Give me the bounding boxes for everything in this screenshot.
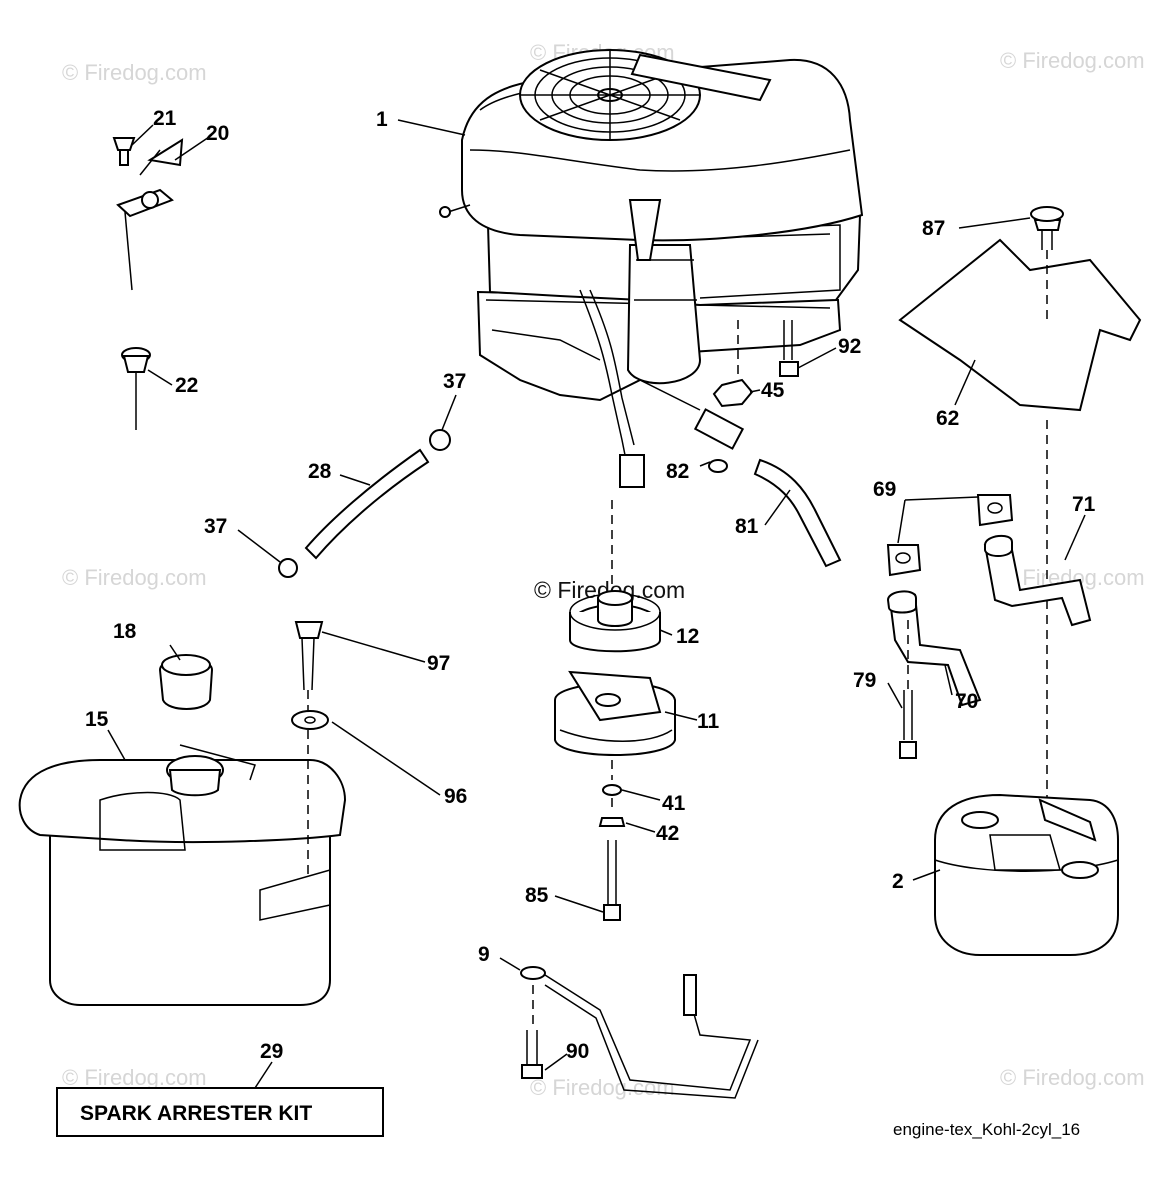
callout-37-bottom: 37 (204, 515, 227, 538)
callout-42: 42 (656, 822, 679, 845)
engine-hardware (712, 320, 799, 408)
callout-15: 15 (85, 708, 109, 731)
callout-97: 97 (427, 652, 450, 675)
exhaust-pipes (886, 534, 1092, 707)
fuel-cap (158, 654, 214, 710)
callout-70: 70 (955, 690, 978, 713)
callout-9: 9 (478, 943, 490, 966)
watermark-bottom-left: © Firedog.com (62, 1065, 207, 1090)
callout-20: 20 (206, 122, 229, 145)
callout-69: 69 (873, 478, 896, 501)
callout-18: 18 (113, 620, 137, 643)
callout-numbers: 1 2 9 11 12 15 18 20 21 22 28 29 37 37 4… (85, 107, 1096, 1063)
callout-92: 92 (838, 335, 861, 358)
exhaust-gaskets (886, 494, 1014, 577)
watermark-top-right: © Firedog.com (1000, 48, 1145, 73)
callout-45: 45 (761, 379, 785, 402)
callout-71: 71 (1072, 493, 1096, 516)
callout-85: 85 (525, 884, 549, 907)
callout-96: 96 (444, 785, 467, 808)
throttle-control (112, 137, 184, 291)
callout-22: 22 (175, 374, 198, 397)
clutch-hardware (598, 784, 626, 921)
callout-81: 81 (735, 515, 759, 538)
cable-rod-9 (520, 966, 759, 1099)
callout-11: 11 (697, 710, 720, 733)
callout-62: 62 (936, 407, 959, 430)
tank-bolt (291, 621, 329, 730)
callout-28: 28 (308, 460, 332, 483)
pto-clutch (554, 670, 676, 756)
callout-41: 41 (662, 792, 686, 815)
hose-81 (753, 458, 842, 568)
watermark-bottom-right: © Firedog.com (1000, 1065, 1145, 1090)
heat-shield (898, 206, 1142, 412)
callout-90: 90 (566, 1040, 589, 1063)
muffler (934, 793, 1119, 956)
choke-knob (121, 347, 151, 430)
bolt-79 (899, 690, 917, 759)
callout-87: 87 (922, 217, 945, 240)
diagram-code: engine-tex_Kohl-2cyl_16 (893, 1120, 1080, 1139)
watermark-top-left: © Firedog.com (62, 60, 207, 85)
engine (439, 49, 864, 488)
fuel-hose-28 (278, 429, 451, 578)
fuel-solenoid (639, 379, 745, 473)
callout-37-top: 37 (443, 370, 466, 393)
spark-arrester-kit-box (56, 1087, 384, 1137)
callout-1: 1 (376, 108, 388, 131)
callout-21: 21 (153, 107, 177, 130)
leader-lines (107, 119, 1086, 1089)
callout-79: 79 (853, 669, 876, 692)
fuel-tank (18, 744, 347, 1006)
callout-82: 82 (666, 460, 689, 483)
watermark-bottom-center: © Firedog.com (530, 1075, 675, 1100)
callout-12: 12 (676, 625, 699, 648)
watermark-mid-left: © Firedog.com (62, 565, 207, 590)
pulley (569, 590, 661, 653)
spark-arrester-kit-label: SPARK ARRESTER KIT (80, 1102, 312, 1125)
callout-29: 29 (260, 1040, 283, 1063)
callout-2: 2 (892, 870, 904, 893)
